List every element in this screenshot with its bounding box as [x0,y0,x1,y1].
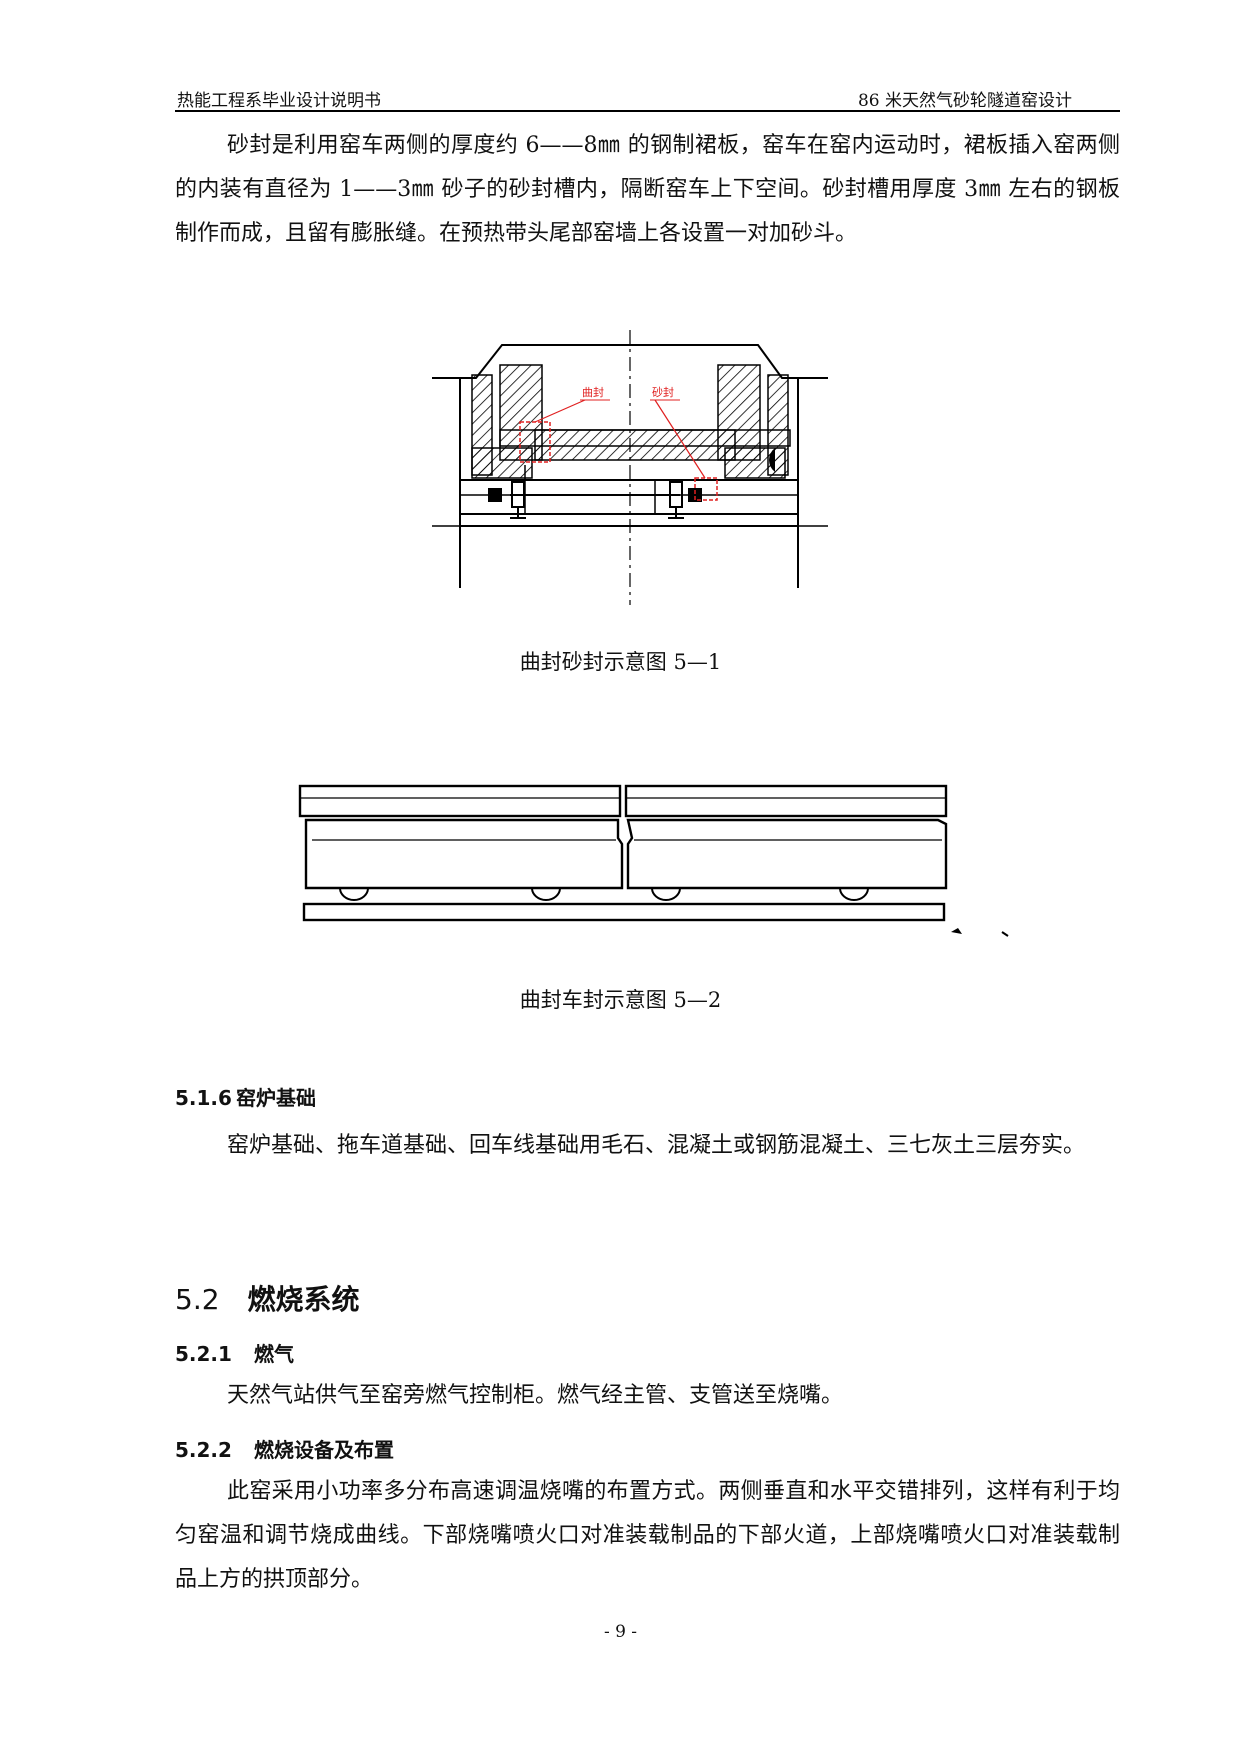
section-number: 5.2.2 [175,1438,232,1462]
figure-5-1-caption: 曲封砂封示意图 5—1 [519,650,722,674]
section-number: 5.2.1 [175,1342,232,1366]
section-5-2-1-text: 天然气站供气至窑旁燃气控制柜。燃气经主管、支管送至烧嘴。 [227,1383,844,1408]
page-number: - 9 - [603,1622,638,1642]
section-number: 5.2 [175,1283,220,1316]
section-5-2-2-text: 此窑采用小功率多分布高速调温烧嘴的布置方式。两侧垂直和水平交错排列，这样有利于均… [175,1479,1120,1592]
label-shafeng: 砂封 [652,385,674,399]
section-5-1-6-text: 窑炉基础、拖车道基础、回车线基础用毛石、混凝土或钢筋混凝土、三七灰土三层夯实。 [227,1133,1086,1158]
section-5-2-1-heading: 5.2.1 燃气 [175,1338,294,1367]
figure-5-1-diagram: 曲封 砂封 [432,330,828,605]
figure-5-2-caption: 曲封车封示意图 5—2 [519,988,722,1012]
section-5-2-heading: 5.2 燃烧系统 [175,1278,360,1318]
label-qufeng: 曲封 [582,385,604,399]
section-5-2-2-heading: 5.2.2 燃烧设备及布置 [175,1434,394,1463]
page-header: 热能工程系毕业设计说明书 86 米天然气砂轮隧道窑设计 [175,84,1120,112]
section-title: 燃气 [253,1342,294,1366]
intro-paragraph: 砂封是利用窑车两侧的厚度约 6——8㎜ 的钢制裙板，窑车在窑内运动时，裙板插入窑… [175,133,1120,246]
header-left: 热能工程系毕业设计说明书 [177,91,381,111]
section-title: 燃烧系统 [247,1283,360,1316]
section-title: 燃烧设备及布置 [253,1438,394,1462]
figure-5-2-diagram [298,784,1009,937]
header-right: 86 米天然气砂轮隧道窑设计 [857,91,1072,111]
section-number: 5.1.6 [175,1086,232,1110]
section-title: 窑炉基础 [235,1086,316,1110]
